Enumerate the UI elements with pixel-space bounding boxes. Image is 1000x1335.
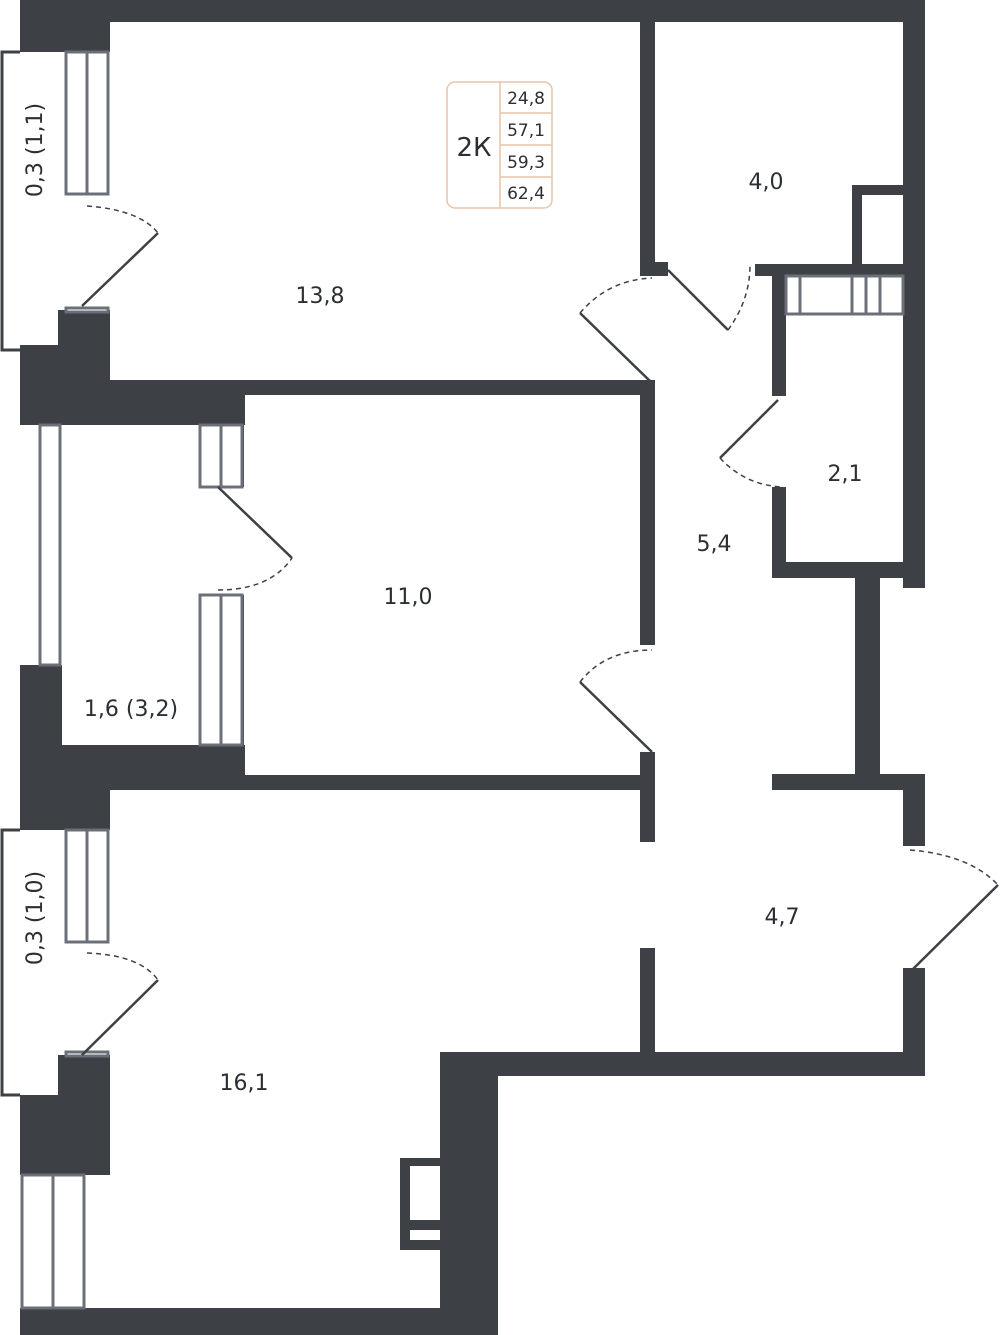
room-area-13-8: 13,8 bbox=[296, 284, 345, 309]
room-area-2-1: 2,1 bbox=[828, 462, 863, 487]
balcony-area-bottom: 0,3 (1,0) bbox=[23, 871, 48, 965]
walls bbox=[20, 0, 925, 1335]
window-bottom-large bbox=[20, 1173, 86, 1310]
window-loggia-lower bbox=[198, 593, 244, 747]
balcony-area-top: 0,3 (1,1) bbox=[23, 103, 48, 197]
room-labels: 13,8 4,0 11,0 2,1 5,4 1,6 (3,2) 4,7 16,1… bbox=[23, 103, 863, 1096]
room-area-5-4: 5,4 bbox=[697, 532, 732, 557]
window-loggia-left bbox=[38, 423, 62, 667]
apartment-type: 2К bbox=[456, 133, 491, 163]
room-area-4-0: 4,0 bbox=[749, 170, 784, 195]
window-bottom-left bbox=[64, 828, 110, 1058]
living-area-value: 24,8 bbox=[507, 89, 545, 109]
vent-grille bbox=[784, 274, 905, 316]
window-loggia-upper bbox=[198, 423, 244, 489]
balcony-outlines bbox=[0, 50, 20, 1097]
total-with-loggia-value: 62,4 bbox=[507, 184, 545, 204]
window-top-left bbox=[64, 50, 110, 314]
apartment-info-box: 2К 24,8 57,1 59,3 62,4 bbox=[446, 81, 553, 209]
room-area-11-0: 11,0 bbox=[384, 585, 433, 610]
room-area-1-6: 1,6 (3,2) bbox=[84, 697, 178, 722]
room-area-16-1: 16,1 bbox=[220, 1071, 269, 1096]
balcony-bottom-outline bbox=[0, 828, 20, 1097]
doors bbox=[81, 205, 999, 1056]
room-area-4-7: 4,7 bbox=[765, 905, 800, 930]
total-area-value: 57,1 bbox=[507, 121, 545, 141]
windows bbox=[20, 50, 905, 1310]
balcony-top-outline bbox=[0, 50, 20, 352]
total-with-balcony-value: 59,3 bbox=[507, 153, 545, 173]
